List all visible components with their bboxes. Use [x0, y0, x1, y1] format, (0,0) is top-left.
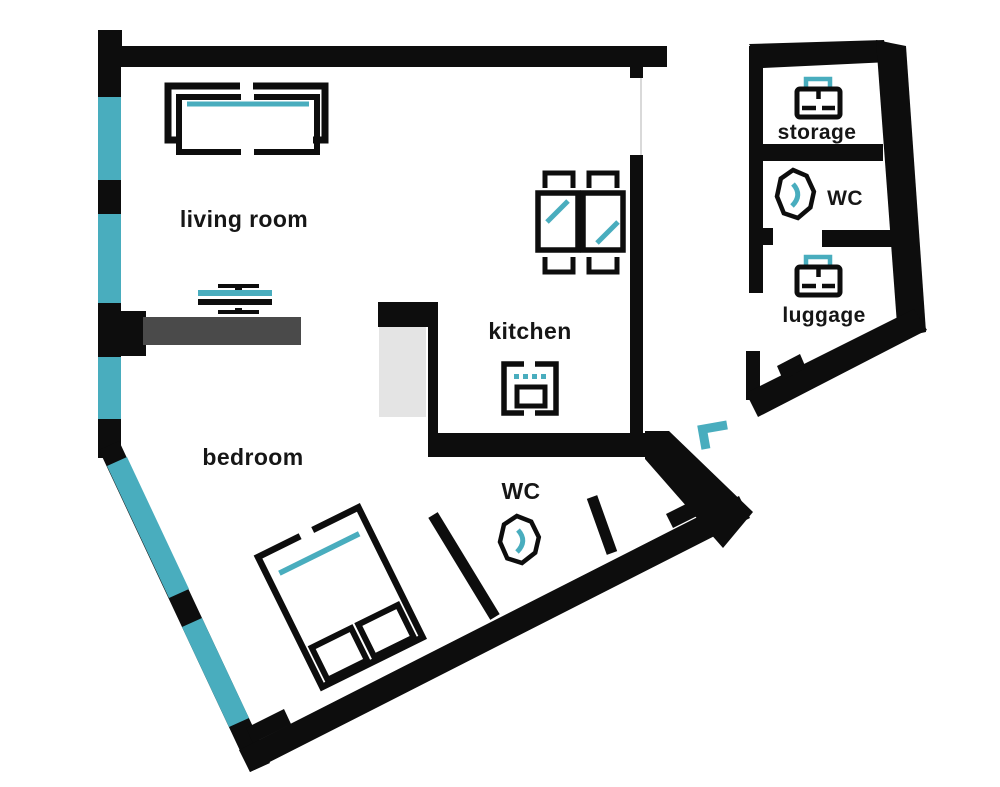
window-segment [182, 618, 249, 727]
toilet-icon [497, 513, 542, 566]
suitcase-handle [803, 76, 833, 91]
storage-wc-partition [763, 144, 883, 161]
suitcase-body [794, 86, 843, 120]
table-half [580, 190, 626, 253]
dining-table-icon [535, 170, 626, 275]
chair [542, 170, 576, 188]
annex-right-wall [876, 40, 926, 338]
sideboard-block [143, 317, 301, 345]
left-wall [98, 180, 121, 214]
living-room-label: living room [180, 206, 308, 232]
table-half [535, 190, 581, 253]
luggage-label: luggage [782, 304, 865, 327]
kitchen-left-wall [428, 302, 438, 457]
left-wall [98, 67, 121, 97]
suitcase-handle [803, 254, 833, 269]
annex-left-wall [749, 46, 763, 293]
suitcase-icon [794, 254, 843, 298]
left-wall [98, 303, 121, 357]
bed-frame [253, 503, 428, 692]
annex-bottom-wall [746, 309, 927, 417]
toilet-bowl [497, 513, 542, 566]
chair [586, 257, 620, 275]
pillow [354, 601, 418, 661]
slanted-bottom-wall [239, 496, 750, 772]
top-wall [98, 46, 667, 67]
wc-partition-left [428, 512, 500, 620]
wc-annex-label: WC [827, 187, 863, 210]
bed-blanket-line [278, 531, 361, 576]
wc-luggage-partition [749, 228, 773, 245]
annex-walls [746, 40, 927, 417]
top-left-wall-end [98, 30, 122, 67]
kitchen-right-wall [630, 155, 643, 437]
bedroom-label: bedroom [202, 444, 303, 470]
window-segment [98, 214, 121, 303]
main-unit-walls [98, 30, 753, 772]
entrance-corner-wall [645, 431, 753, 548]
wc-partition-right [586, 495, 618, 555]
window-segment [98, 97, 121, 180]
coffee-table-icon [198, 284, 272, 314]
window-segment [107, 457, 189, 598]
toilet-icon [774, 167, 817, 221]
burner [514, 374, 519, 379]
burner [523, 374, 528, 379]
chair [542, 257, 576, 275]
window-segment [98, 357, 121, 419]
suitcase-icon [794, 76, 843, 120]
double-bed-icon [253, 503, 428, 692]
kitchen-bottom-wall [428, 433, 668, 457]
storage-label: storage [778, 121, 857, 144]
oven-door [514, 384, 548, 409]
toilet-seat [515, 528, 526, 554]
corner-wall-step [246, 709, 291, 743]
stove-icon [501, 360, 559, 417]
chair [586, 170, 620, 188]
toilet-seat [790, 182, 801, 208]
wc-luggage-partition [822, 230, 899, 247]
door-swing-icon [697, 420, 728, 450]
pillow [307, 624, 372, 684]
annex-wall-step [777, 354, 806, 380]
toilet-bowl [774, 167, 817, 221]
suitcase-body [794, 264, 843, 298]
kitchen-label: kitchen [488, 318, 571, 344]
sofa-icon [164, 81, 329, 156]
top-wall-door-stub [630, 66, 643, 78]
annex-top-wall [749, 40, 890, 68]
burner [532, 374, 537, 379]
divider-wall-stub [118, 311, 146, 356]
wc-label: WC [501, 478, 540, 504]
burner [541, 374, 546, 379]
counter-block [379, 327, 426, 417]
